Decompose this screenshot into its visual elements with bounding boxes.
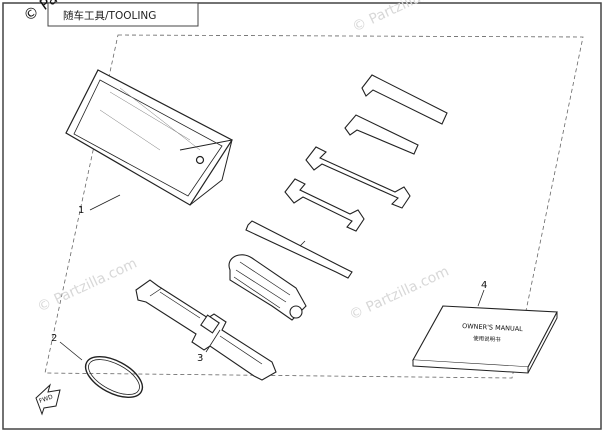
spark-plug-wrench xyxy=(135,279,277,381)
o-ring-inner xyxy=(88,359,140,395)
callout-4: 4 xyxy=(481,280,487,291)
tool-bag xyxy=(65,69,233,206)
hex-key-large xyxy=(361,74,448,125)
header-box: 随车工具/TOOLING xyxy=(47,2,199,27)
fwd-arrow-icon: FWD xyxy=(35,383,61,416)
fwd-label: FWD xyxy=(38,393,54,404)
watermark: © Partzilla.com xyxy=(347,263,452,323)
callout-2: 2 xyxy=(51,333,57,344)
screwdriver-handle xyxy=(228,254,307,321)
owners-manual: OWNER'S MANUAL 使用说明书 xyxy=(412,305,558,374)
o-ring xyxy=(84,356,144,398)
callout-1: 1 xyxy=(78,205,84,216)
leader-lines xyxy=(59,194,485,361)
group-outline xyxy=(44,34,584,379)
callout-3: 3 xyxy=(197,353,203,364)
watermark: © Partzilla.com xyxy=(350,0,455,36)
open-end-wrench-2 xyxy=(284,178,365,232)
hex-key-small xyxy=(344,114,419,155)
open-end-wrench-1 xyxy=(305,146,411,209)
manual-subtitle: 使用说明书 xyxy=(473,334,501,343)
manual-title: OWNER'S MANUAL xyxy=(462,322,523,333)
diagram-frame xyxy=(2,2,602,430)
watermark: © Partzilla.com xyxy=(35,255,140,315)
screwdriver-bit xyxy=(245,220,353,279)
diagram-title: 随车工具/TOOLING xyxy=(63,9,156,22)
